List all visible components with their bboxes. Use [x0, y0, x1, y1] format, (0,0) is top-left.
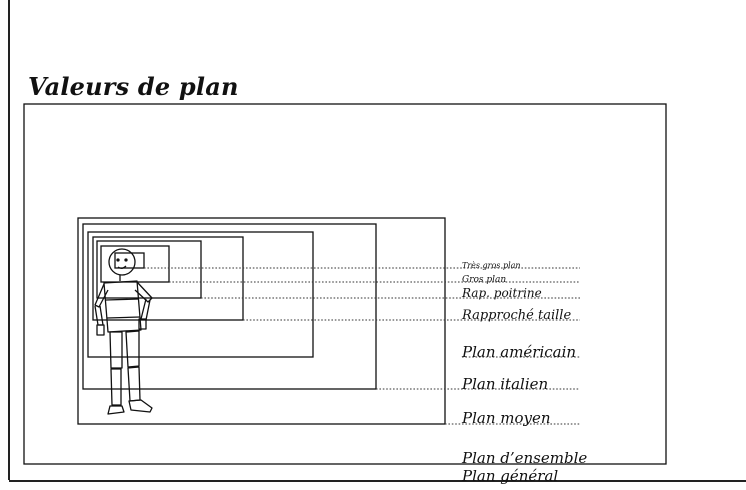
page-title: Valeurs de plan — [28, 72, 239, 101]
figure-right-shin — [127, 366, 141, 402]
figure-left-thigh — [109, 331, 123, 369]
figure-mouth — [117, 265, 127, 269]
figure-left-arm — [94, 283, 109, 308]
figure-torso — [103, 280, 142, 333]
label-plan-ensemble: Plan d’ensemble — [461, 449, 587, 467]
label-rapproche-taille: Rapproché taille — [461, 308, 571, 323]
frame-plan-moyen — [77, 217, 446, 425]
frame-gros-plan — [100, 245, 170, 283]
label-plan-moyen: Plan moyen — [461, 409, 551, 427]
frame-plan-americain — [87, 231, 314, 358]
figure-head — [108, 248, 136, 276]
label-plan-americain: Plan américain — [461, 343, 576, 361]
figure-left-hand — [96, 324, 105, 336]
figure-left-shin — [110, 368, 122, 406]
frame-group — [23, 103, 667, 465]
figure-left-forearm — [94, 305, 104, 326]
figure-left-foot — [107, 405, 125, 415]
label-rap-poitrine: Rap. poitrine — [461, 286, 542, 300]
leader-lines — [144, 267, 580, 425]
frame-tres-gros-plan — [114, 252, 145, 269]
label-gros-plan: Gros plan — [462, 275, 506, 285]
figure-waist-line — [106, 316, 141, 319]
figure-right-foot — [128, 399, 153, 413]
label-tres-gros-plan: Très gros plan — [462, 261, 521, 270]
frame-plan-general — [23, 103, 667, 465]
figure-eye-right — [124, 258, 128, 262]
figure-chest-line — [105, 298, 140, 301]
label-plan-general: Plan général — [461, 467, 558, 485]
frame-plan-italien — [82, 223, 377, 390]
figure-illustration — [94, 248, 153, 415]
frame-rap-poitrine — [96, 240, 202, 299]
figure-right-hand — [138, 318, 147, 330]
figure-eye-left — [116, 258, 120, 262]
label-plan-italien: Plan italien — [461, 375, 548, 393]
frame-rapproche-taille — [92, 236, 244, 321]
figure-right-thigh — [125, 330, 140, 368]
